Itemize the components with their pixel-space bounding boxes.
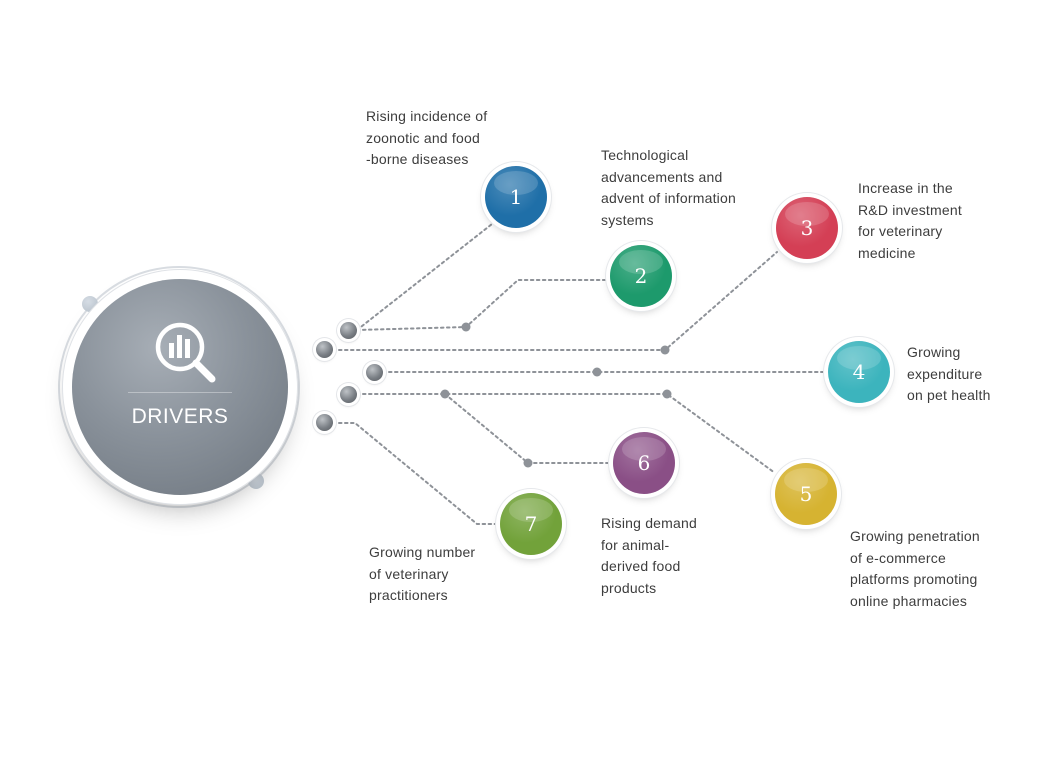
junction-dot (592, 367, 602, 377)
connector-line-1 (356, 223, 493, 331)
driver-label-7: Growing number of veterinary practitione… (369, 544, 476, 603)
driver-number: 4 (852, 360, 866, 384)
connector-line-5 (356, 393, 776, 474)
junction-dot (660, 345, 670, 355)
connector-node (340, 322, 357, 339)
driver-number: 2 (634, 264, 648, 288)
connector-line-7 (332, 422, 499, 525)
driver-number: 6 (637, 451, 651, 475)
driver-badge-6: 6 (613, 432, 675, 494)
driver-label-4: Growing expenditure on pet health (907, 344, 991, 403)
driver-label-1: Rising incidence of zoonotic and food -b… (366, 108, 488, 167)
driver-number: 7 (524, 512, 538, 536)
driver-badge-3: 3 (776, 197, 838, 259)
driver-number: 1 (509, 185, 523, 209)
connector-node (316, 414, 333, 431)
driver-label-3: Increase in the R&D investment for veter… (858, 180, 962, 261)
junction-dot (523, 458, 533, 468)
connector-node (340, 386, 357, 403)
driver-label-5: Growing penetration of e-commerce platfo… (850, 528, 980, 609)
junction-dot (662, 389, 672, 399)
junction-dot (461, 322, 471, 332)
connector-node (316, 341, 333, 358)
driver-badge-1: 1 (485, 166, 547, 228)
connector-line-3 (332, 251, 778, 351)
connector-line-2 (356, 279, 609, 331)
hub-ring (58, 266, 300, 508)
magnifier-bar-chart-icon (155, 322, 216, 383)
driver-label-6: Rising demand for animal- derived food p… (601, 515, 697, 596)
driver-badge-4: 4 (828, 341, 890, 403)
hub-ring-knob (82, 296, 98, 312)
hub-ring-knob (248, 473, 264, 489)
hub-title: DRIVERS (131, 405, 229, 428)
driver-badge-5: 5 (775, 463, 837, 525)
junction-dot (440, 389, 450, 399)
driver-label-2: Technological advancements and advent of… (601, 147, 736, 228)
driver-number: 3 (800, 216, 814, 240)
driver-badge-7: 7 (500, 493, 562, 555)
hub-divider (128, 392, 232, 393)
driver-number: 5 (799, 482, 813, 506)
drivers-hub: DRIVERS (72, 279, 288, 495)
connector-line-6 (444, 393, 611, 464)
driver-badge-2: 2 (610, 245, 672, 307)
connector-node (366, 364, 383, 381)
